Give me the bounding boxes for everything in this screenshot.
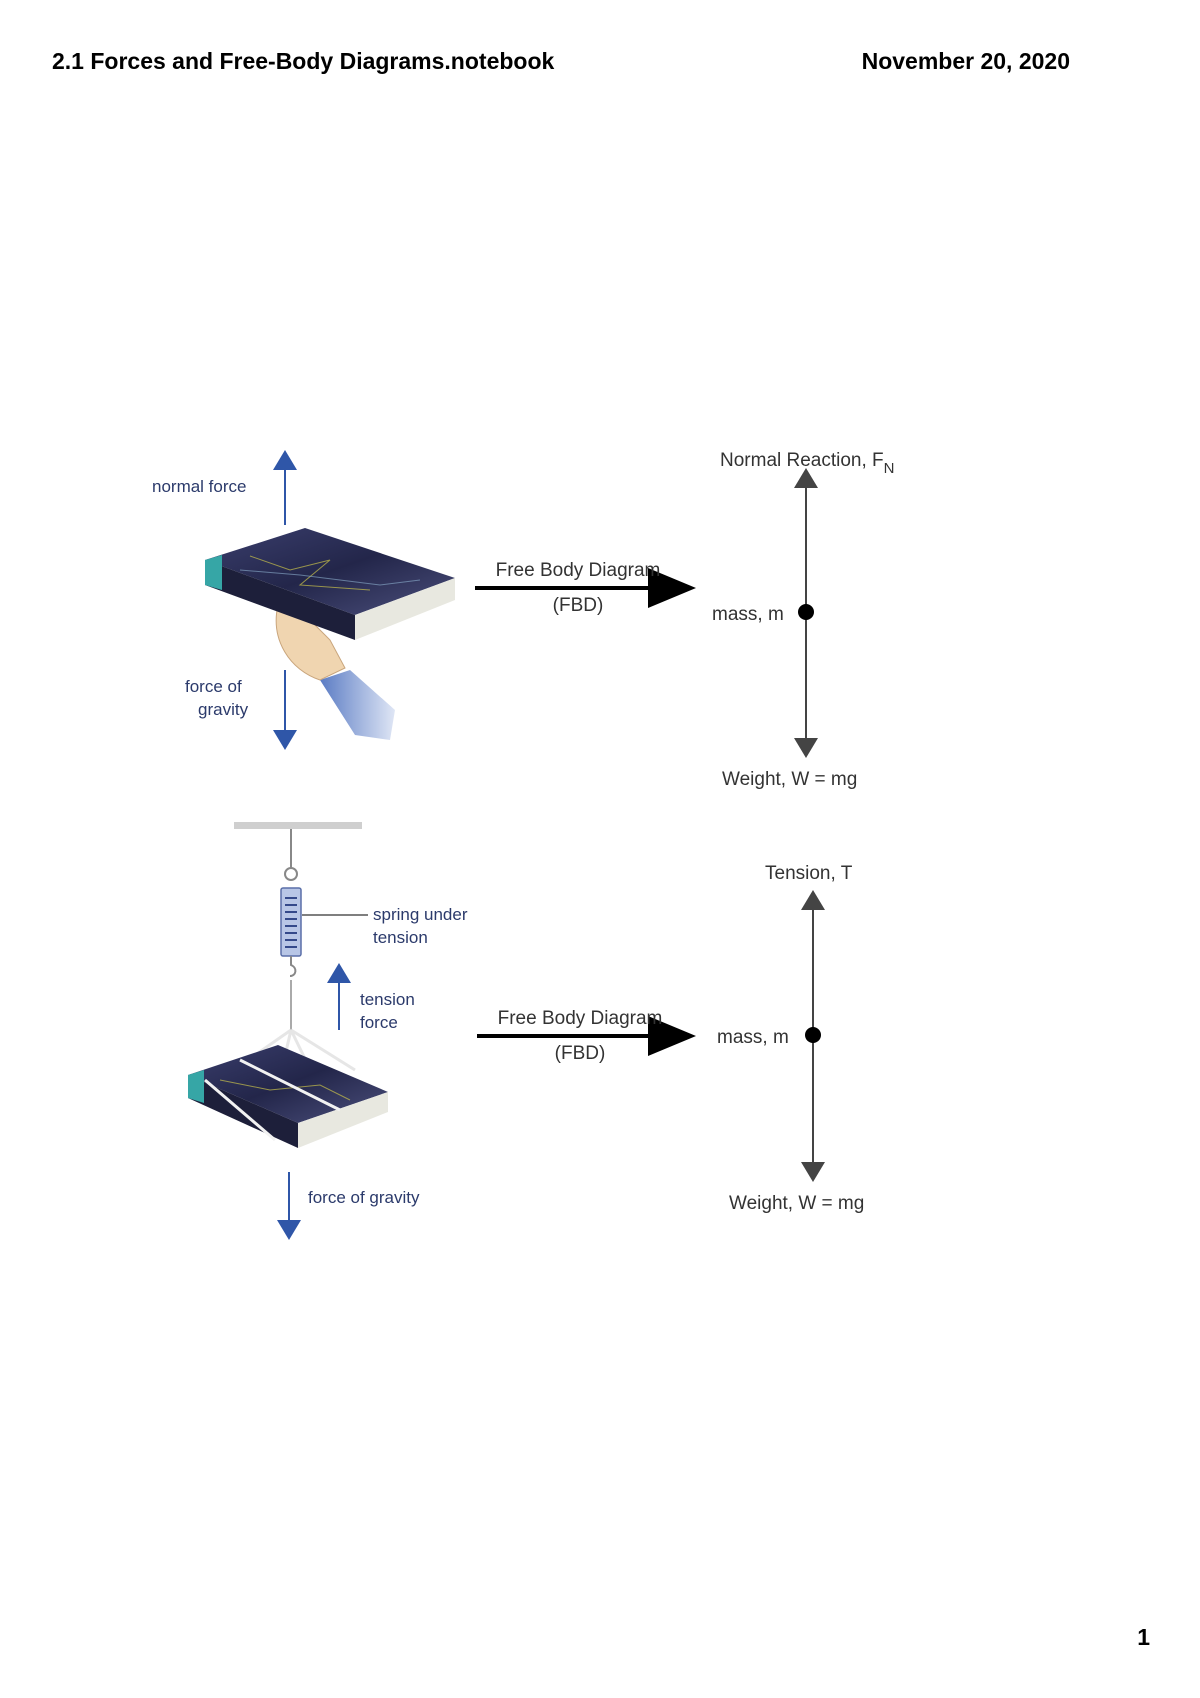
ceiling-bar: [234, 822, 362, 829]
fbd2-mass-point: [805, 1027, 821, 1043]
page-number: 1: [1137, 1624, 1150, 1650]
notebook-date: November 20, 2020: [861, 48, 1070, 74]
hand-icon: [275, 604, 346, 681]
book-icon: [205, 528, 455, 640]
fbd-weight-label: Weight, W = mg: [722, 769, 857, 790]
fbd-arrow-label-top: Free Body Diagram: [496, 560, 661, 581]
fbd-normal-reaction-label: Normal Reaction, FN: [720, 450, 895, 477]
tension-label-line2: force: [360, 1013, 398, 1032]
spring-label-line2: tension: [373, 928, 428, 947]
normal-force-label: normal force: [152, 477, 246, 496]
fbd-normal-reaction-subscript: N: [884, 460, 895, 477]
fbd-arrow-label-bottom: (FBD): [553, 595, 604, 616]
fbd-mass-label: mass, m: [712, 604, 784, 625]
fbd-normal-reaction-text: Normal Reaction, F: [720, 450, 884, 471]
notebook-title: 2.1 Forces and Free-Body Diagrams.notebo…: [52, 48, 555, 74]
figure-hand-book: normal force force of gravity Free Body …: [152, 450, 895, 790]
arm-sleeve-icon: [320, 670, 395, 740]
fbd2-weight-label: Weight, W = mg: [729, 1193, 864, 1214]
fbd-mass-point: [798, 604, 814, 620]
gravity-label-line1: force of: [185, 677, 242, 696]
spring-label-line1: spring under: [373, 905, 468, 924]
tension-label-line1: tension: [360, 990, 415, 1009]
figure-hanging-book: spring under tension tension force force…: [188, 822, 864, 1240]
spring-ring-icon: [284, 867, 298, 881]
fbd2-arrow-label-top: Free Body Diagram: [498, 1008, 663, 1029]
fbd2-tension-label: Tension, T: [765, 863, 853, 884]
gravity-label-line2: gravity: [198, 700, 249, 719]
hook-icon: [289, 956, 297, 977]
hanging-gravity-label: force of gravity: [308, 1188, 420, 1207]
hanging-book-icon: [188, 1045, 388, 1148]
fbd2-arrow-label-bottom: (FBD): [555, 1043, 606, 1064]
fbd2-mass-label: mass, m: [717, 1027, 789, 1048]
